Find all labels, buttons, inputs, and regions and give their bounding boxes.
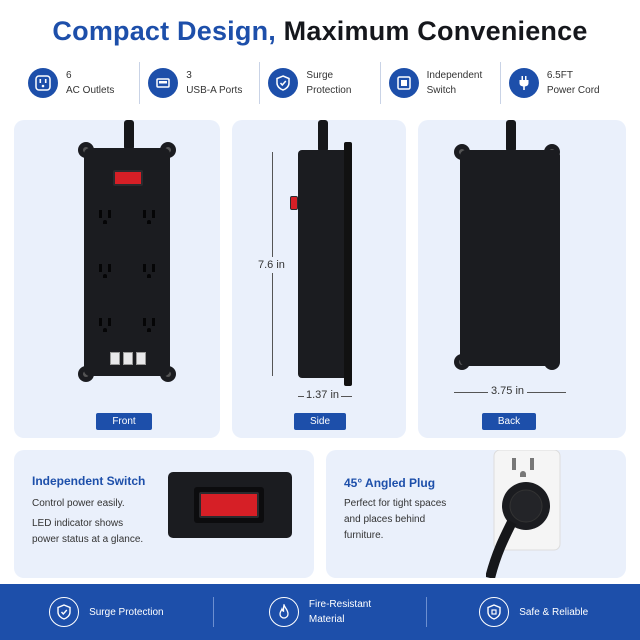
feature-outlets: 6 AC Outlets xyxy=(20,62,141,104)
page-title: Compact Design, Maximum Convenience xyxy=(0,16,640,47)
feature-label: Protection xyxy=(306,85,352,96)
feature-label: USB-A Ports xyxy=(186,85,243,96)
height-label: 7.6 in xyxy=(258,257,285,273)
feature-value: 6.5FT xyxy=(546,70,573,81)
ac-outlet xyxy=(98,210,112,224)
feature-label: AC Outlets xyxy=(66,85,115,96)
footer-label: Fire-Resistant xyxy=(308,599,372,610)
switch-feature-card: Independent Switch Control power easily.… xyxy=(14,450,314,578)
feature-label: Switch xyxy=(426,85,457,96)
red-switch-side xyxy=(290,196,298,210)
side-edge xyxy=(344,142,352,386)
switch-card-text: Control power easily. LED indicator show… xyxy=(32,498,144,545)
power-cord xyxy=(506,120,516,152)
power-cord xyxy=(124,120,134,150)
front-view-panel: Front xyxy=(14,120,220,438)
feature-value: 6 xyxy=(66,70,72,81)
power-strip-front xyxy=(84,148,170,376)
usb-port xyxy=(123,352,133,365)
label-front: Front xyxy=(96,413,152,430)
shield-icon xyxy=(268,68,299,98)
depth-label: 1.37 in xyxy=(304,389,342,401)
plug-feature-card: 45° Angled Plug Perfect for tight spaces… xyxy=(326,450,626,578)
red-switch xyxy=(113,170,143,186)
label-side: Side xyxy=(294,413,346,430)
ac-outlet xyxy=(142,318,156,332)
shield-check-icon xyxy=(49,597,80,627)
ac-outlet xyxy=(142,264,156,278)
ac-outlet xyxy=(142,210,156,224)
power-cord xyxy=(318,120,328,152)
footer-surge: Surge Protection xyxy=(0,597,214,627)
width-label: 3.75 in xyxy=(488,385,528,397)
footer-safe: Safe & Reliable xyxy=(427,597,640,627)
label-back: Back xyxy=(482,413,536,430)
red-switch-closeup xyxy=(199,492,259,518)
usb-port xyxy=(136,352,146,365)
footer-label: Safe & Reliable xyxy=(519,606,589,618)
ac-outlet xyxy=(98,318,112,332)
ac-outlet xyxy=(98,264,112,278)
title-highlight: Compact Design, xyxy=(52,16,276,46)
title-rest: Maximum Convenience xyxy=(283,16,588,46)
power-strip-side xyxy=(298,150,350,378)
outlet-icon xyxy=(28,68,58,98)
shield-badge-icon xyxy=(479,597,510,627)
plug-card-title: 45° Angled Plug xyxy=(344,476,436,490)
feature-value: 3 xyxy=(186,70,192,81)
feature-value: Independent xyxy=(426,70,483,81)
flame-icon xyxy=(268,597,299,627)
back-view-panel: 3.75 in Back xyxy=(418,120,626,438)
switch-icon xyxy=(388,68,419,98)
side-view-panel: 7.6 in 1.37 in Side xyxy=(232,120,406,438)
angled-plug-illustration xyxy=(486,450,561,578)
plug-icon xyxy=(508,68,539,98)
usb-icon xyxy=(148,68,179,98)
power-strip-back xyxy=(460,150,560,366)
feature-cord: 6.5FT Power Cord xyxy=(501,62,620,104)
switch-closeup xyxy=(168,472,292,538)
usb-port xyxy=(110,352,120,365)
feature-label: Power Cord xyxy=(546,85,600,96)
feature-value: Surge xyxy=(306,70,334,81)
switch-card-title: Independent Switch xyxy=(32,474,146,488)
plug-card-text: Perfect for tight spaces and places behi… xyxy=(344,498,447,541)
footer-label: Surge Protection xyxy=(89,606,164,618)
